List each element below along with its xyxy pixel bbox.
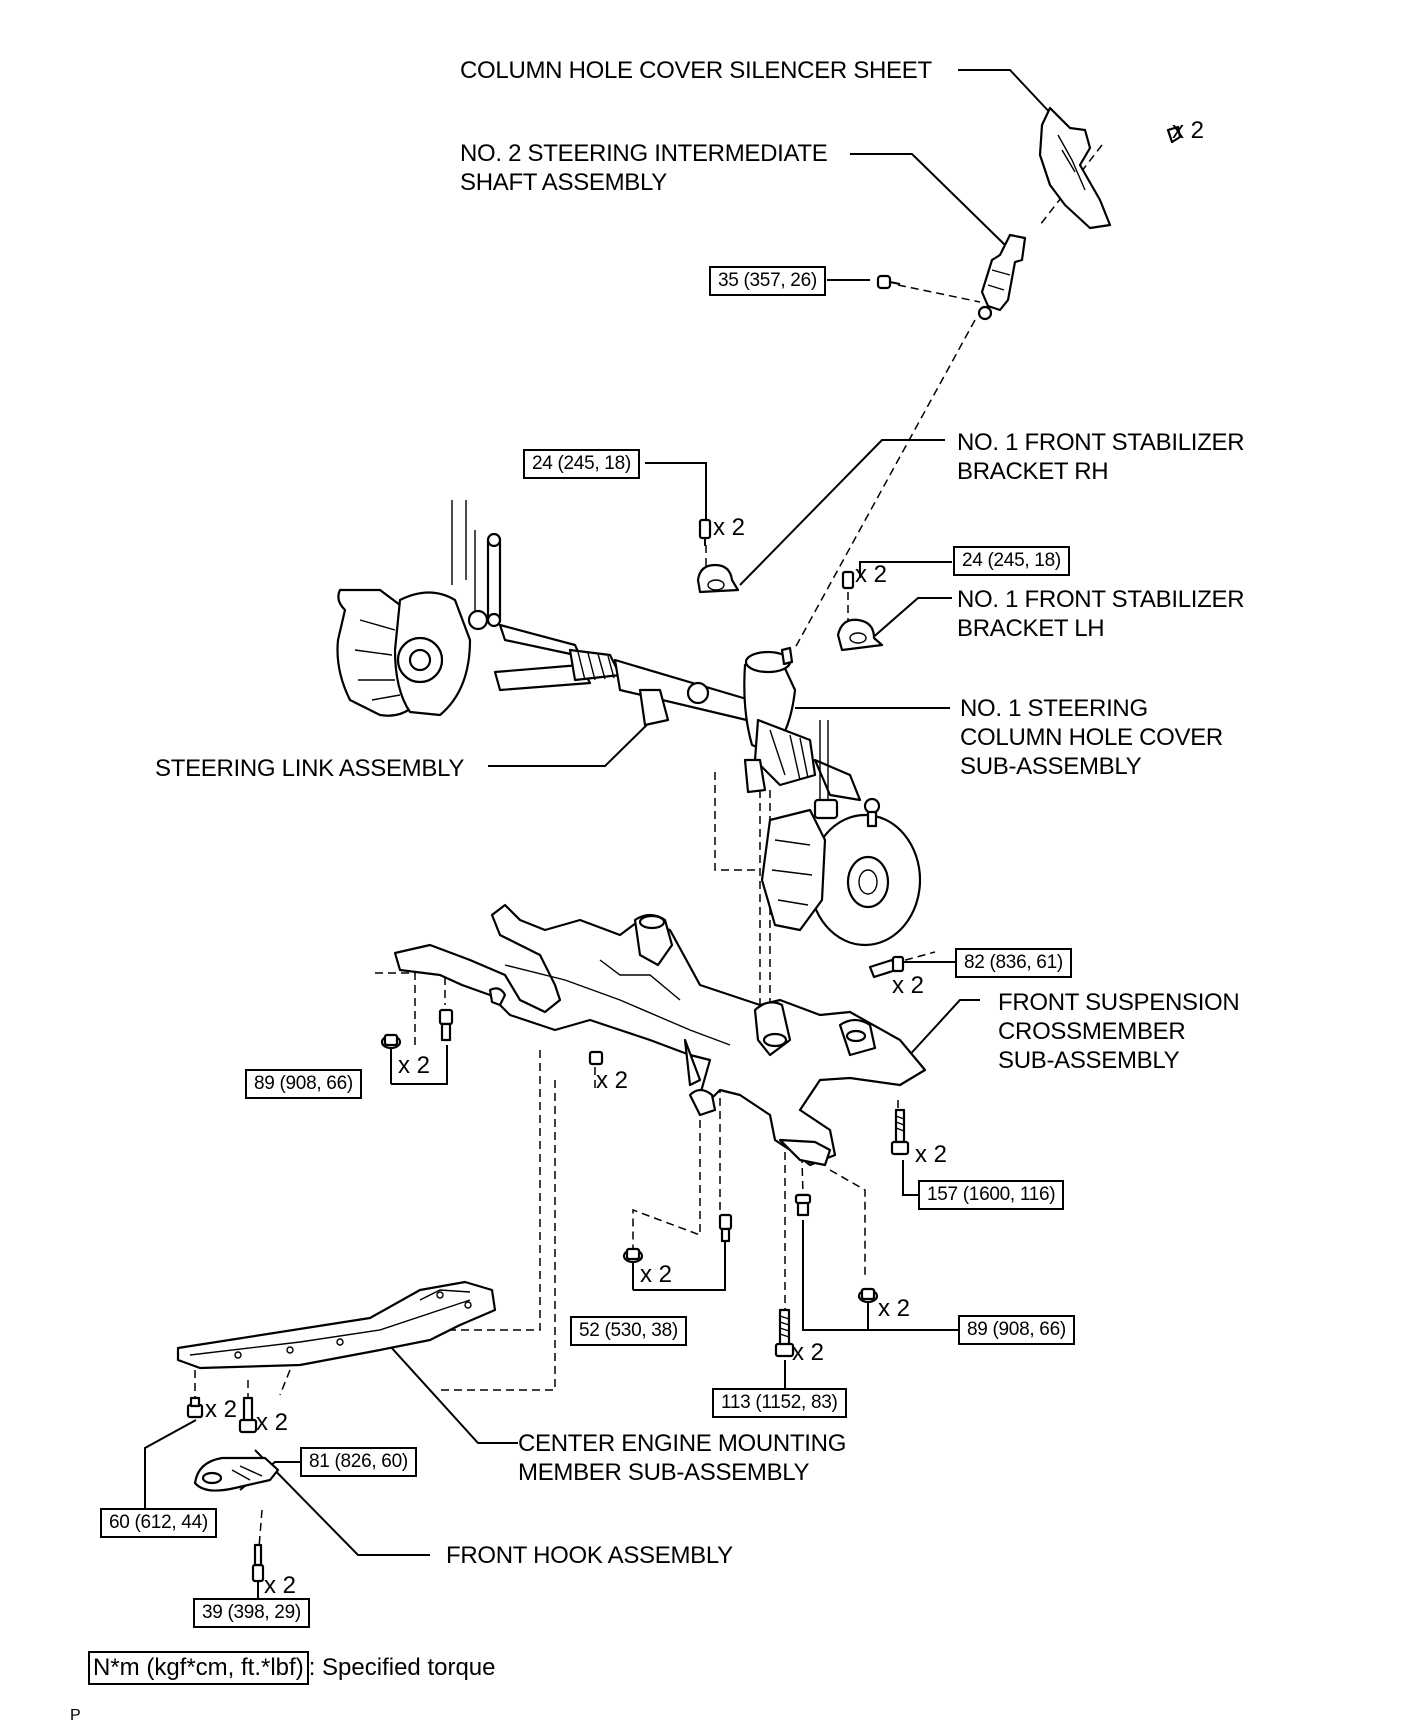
label-no1-front-stabilizer-bracket-lh-line2: BRACKET LH — [957, 615, 1105, 642]
intermediate-shaft — [977, 233, 1027, 321]
multiplier-silencer: x 2 — [1172, 117, 1205, 144]
torque-center-member-rear: 113 (1152, 83) — [712, 1388, 847, 1418]
left-knuckle-assembly — [336, 500, 502, 717]
front-hook-bolt — [238, 1396, 258, 1434]
crossmember-front-bolt — [868, 955, 905, 979]
multiplier-crossmember-left: x 2 — [398, 1052, 431, 1079]
label-center-engine-mounting-member-line2: MEMBER SUB-ASSEMBLY — [518, 1459, 810, 1486]
dashed-alignment-lines — [194, 144, 1103, 1561]
label-steering-link-assembly: STEERING LINK ASSEMBLY — [155, 755, 465, 782]
crossmember-left-bolt — [438, 1008, 454, 1042]
silencer-clip — [1166, 125, 1182, 144]
label-no2-steering-intermediate-shaft-line1: NO. 2 STEERING INTERMEDIATE — [460, 140, 828, 167]
torque-crossmember-front: 82 (836, 61) — [955, 948, 1072, 978]
crossmember-right-rear-washer — [857, 1287, 879, 1304]
torque-front-hook: 81 (826, 60) — [300, 1447, 417, 1477]
stabilizer-bracket-rh — [696, 563, 740, 594]
torque-crossmember-rear-bolt: 157 (1600, 116) — [918, 1180, 1065, 1210]
torque-shaft-bolt: 35 (357, 26) — [709, 266, 826, 296]
label-front-suspension-crossmember-line2: CROSSMEMBER — [998, 1018, 1186, 1045]
right-knuckle-assembly — [760, 720, 922, 947]
multiplier-front-hook: x 2 — [256, 1409, 289, 1436]
front-hook — [193, 1456, 280, 1492]
label-no1-front-stabilizer-bracket-lh-line1: NO. 1 FRONT STABILIZER — [957, 586, 1245, 613]
center-member-front-bolt — [718, 1213, 733, 1243]
multiplier-center-member-rear: x 2 — [792, 1339, 825, 1366]
crossmember-right-rear-bolt — [794, 1193, 812, 1217]
corner-mark: P — [70, 1707, 81, 1724]
shaft-bolt — [876, 274, 901, 290]
center-member-left-bolt — [186, 1396, 204, 1419]
multiplier-center-member-left: x 2 — [205, 1396, 238, 1423]
steering-link-assembly — [493, 623, 862, 802]
label-no1-front-stabilizer-bracket-rh-line2: BRACKET RH — [957, 458, 1109, 485]
label-column-hole-cover-silencer-sheet: COLUMN HOLE COVER SILENCER SHEET — [460, 57, 932, 84]
label-no1-front-stabilizer-bracket-rh-line1: NO. 1 FRONT STABILIZER — [957, 429, 1245, 456]
multiplier-hook-bolt: x 2 — [264, 1572, 297, 1599]
legend-description: : Specified torque — [308, 1654, 496, 1681]
multiplier-center-member-front: x 2 — [640, 1261, 673, 1288]
label-no2-steering-intermediate-shaft-line2: SHAFT ASSEMBLY — [460, 169, 667, 196]
crossmember-rear-bolt — [890, 1108, 910, 1156]
stabilizer-bracket-lh — [836, 618, 884, 652]
torque-crossmember-right-rear: 89 (908, 66) — [958, 1315, 1075, 1345]
label-center-engine-mounting-member-line1: CENTER ENGINE MOUNTING — [518, 1430, 847, 1457]
label-no1-steering-column-hole-cover-line3: SUB-ASSEMBLY — [960, 753, 1142, 780]
label-no1-steering-column-hole-cover-line2: COLUMN HOLE COVER — [960, 724, 1223, 751]
multiplier-bracket-rh: x 2 — [713, 514, 746, 541]
multiplier-crossmember-front: x 2 — [892, 972, 925, 999]
crossmember-nut — [588, 1050, 604, 1066]
torque-center-member-front: 52 (530, 38) — [570, 1316, 687, 1346]
silencer-sheet — [1038, 106, 1112, 230]
front-suspension-crossmember — [393, 903, 927, 1167]
label-no1-steering-column-hole-cover-line1: NO. 1 STEERING — [960, 695, 1148, 722]
label-front-suspension-crossmember-line1: FRONT SUSPENSION — [998, 989, 1240, 1016]
center-member-front-washer — [622, 1247, 644, 1264]
center-member-rear-bolt — [774, 1308, 795, 1358]
hook-bolt — [251, 1543, 265, 1583]
label-front-hook-assembly: FRONT HOOK ASSEMBLY — [446, 1542, 733, 1569]
bracket-rh-bolt — [698, 518, 712, 546]
center-engine-mounting-member — [176, 1280, 497, 1370]
crossmember-left-washer — [380, 1033, 402, 1050]
torque-center-member-bolt: 60 (612, 44) — [100, 1508, 217, 1538]
torque-crossmember-left-rear: 89 (908, 66) — [245, 1069, 362, 1099]
label-front-suspension-crossmember-line3: SUB-ASSEMBLY — [998, 1047, 1180, 1074]
multiplier-bracket-lh: x 2 — [855, 561, 888, 588]
torque-bracket-rh: 24 (245, 18) — [523, 449, 640, 479]
bracket-lh-bolt — [841, 570, 855, 590]
multiplier-crossmember-nut: x 2 — [596, 1067, 629, 1094]
legend-unit-box: N*m (kgf*cm, ft.*lbf) — [88, 1651, 309, 1685]
leader-lines — [144, 69, 1056, 1600]
multiplier-crossmember-right-rear: x 2 — [878, 1295, 911, 1322]
multiplier-crossmember-rear: x 2 — [915, 1141, 948, 1168]
torque-hook-bolt: 39 (398, 29) — [193, 1598, 310, 1628]
torque-bracket-lh: 24 (245, 18) — [953, 546, 1070, 576]
torque-legend: N*m (kgf*cm, ft.*lbf): Specified torque — [88, 1651, 496, 1685]
